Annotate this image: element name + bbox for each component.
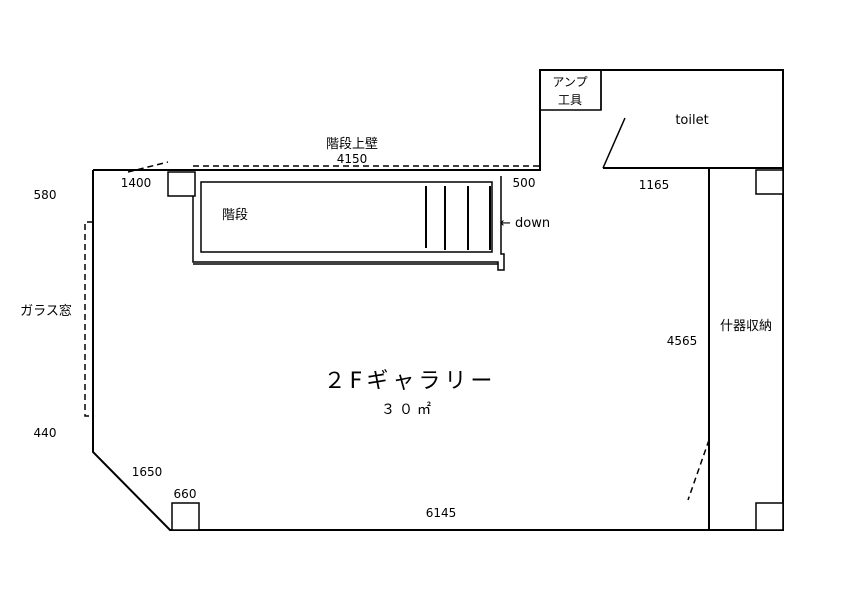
stairs-upper-wall-corner (127, 161, 169, 173)
dim-top-left-segment: 1400 (121, 176, 152, 190)
fixture-storage-label: 什器収納 (720, 319, 772, 334)
column-top-left (167, 171, 196, 197)
dim-stairs-right: 500 (513, 176, 536, 190)
stairs-direction-label: ← down (500, 216, 550, 231)
gallery-label: ２Fギャラリー (324, 369, 497, 394)
stairs-label: 階段 (222, 208, 248, 223)
dim-left-bottom: 440 (34, 426, 57, 440)
dim-diagonal: 1650 (132, 465, 163, 479)
dim-bottom-left: 660 (174, 487, 197, 501)
amp-label-line2: 工具 (558, 93, 582, 107)
toilet-door (602, 117, 626, 169)
dim-toilet-bottom: 1165 (639, 178, 670, 192)
toilet-label: toilet (675, 113, 708, 128)
stairs-inner (200, 181, 493, 253)
column-bottom-right (755, 502, 784, 531)
outer-wall (92, 69, 784, 531)
stairs-outer (192, 176, 505, 271)
column-bottom-left (171, 502, 200, 531)
storage-door (687, 439, 710, 501)
dim-left-top: 580 (34, 188, 57, 202)
dim-top-wall: 4150 (337, 152, 368, 166)
glass-window-line (84, 221, 93, 417)
dim-right-wall: 4565 (667, 334, 698, 348)
dim-bottom-wall: 6145 (426, 506, 457, 520)
column-top-right (755, 169, 784, 195)
gallery-area-label: ３０㎡ (381, 402, 435, 418)
amp-label-line1: アンプ (552, 75, 587, 89)
stairs-upper-wall-label: 階段上壁 (326, 137, 378, 152)
glass-window-label: ガラス窓 (20, 303, 72, 319)
